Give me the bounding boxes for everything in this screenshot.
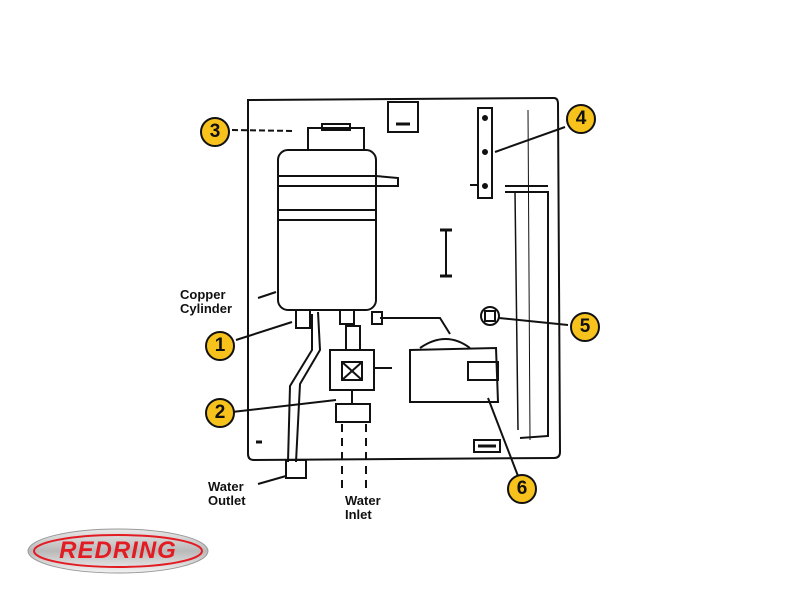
callout-badge-6: 6 (507, 474, 537, 504)
copper-cylinder-label: Copper Cylinder (180, 288, 232, 316)
water-outlet-fitting (285, 459, 307, 479)
outlet-label-line2: Outlet (208, 493, 246, 508)
water-outlet-label: Water Outlet (208, 480, 246, 508)
mounting-strip (477, 107, 493, 199)
right-rail (505, 191, 549, 439)
callout-badge-1: 1 (205, 331, 235, 361)
callout-badge-4: 4 (566, 104, 596, 134)
top-bracket (387, 101, 419, 133)
copper-cylinder (277, 149, 377, 311)
inlet-label-line2: Inlet (345, 507, 372, 522)
outlet-label-line1: Water (208, 479, 244, 494)
logo-wordmark: REDRING (59, 537, 177, 564)
outlet-pipe (295, 311, 322, 463)
logo-swoosh (27, 528, 209, 574)
water-inlet-label: Water Inlet (345, 494, 381, 522)
redring-logo: REDRING (26, 526, 210, 576)
callout-badge-2: 2 (205, 398, 235, 428)
copper-label-line2: Cylinder (180, 301, 233, 316)
pressure-switch (480, 306, 500, 326)
callout-badge-5: 5 (570, 312, 600, 342)
inlet-label-line1: Water (345, 493, 381, 508)
cylinder-cap (307, 127, 365, 151)
housing-outline (247, 96, 562, 462)
solenoid-valve (409, 346, 500, 403)
callout-badge-3: 3 (200, 117, 230, 147)
copper-label-line1: Copper (180, 287, 226, 302)
